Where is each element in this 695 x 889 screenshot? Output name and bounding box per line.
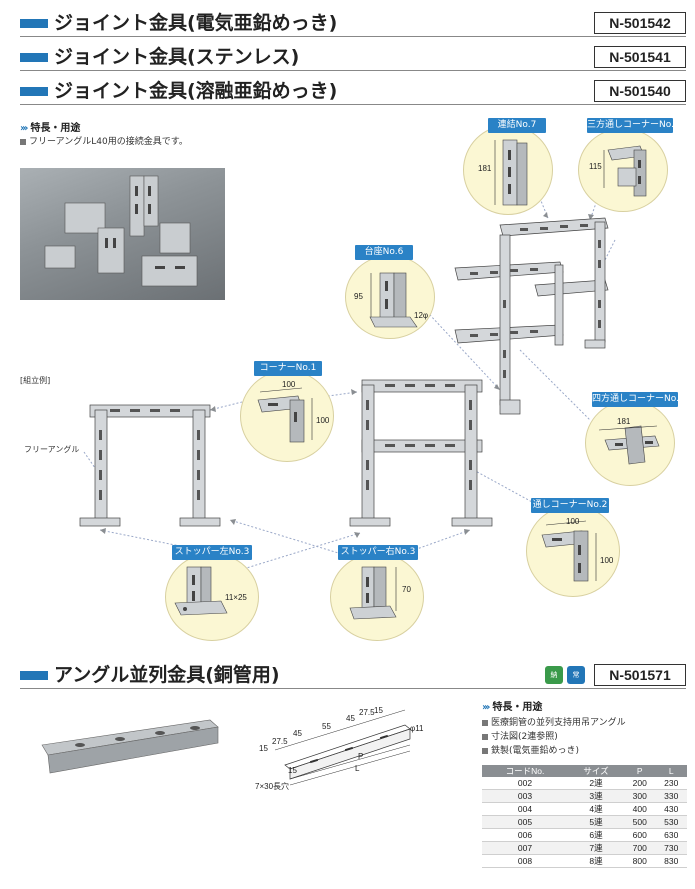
- drawing-dim: 15: [259, 744, 268, 753]
- four-way-corner-part: [598, 425, 660, 465]
- middle-frame: [349, 379, 493, 527]
- base-no6-part: [369, 272, 418, 328]
- bubble-stopper-left-no3: [165, 553, 259, 641]
- square-bullet-icon: [482, 719, 488, 726]
- photo-brackets-illustration: [44, 175, 198, 287]
- header-accent-bar: [20, 87, 48, 96]
- assembly-example-label: [組立例]: [20, 376, 51, 385]
- product-title: アングル並列金具(銅管用): [54, 664, 280, 686]
- dim-100-height: 100: [316, 416, 330, 425]
- header-electro-galvanized: ジョイント金具(電気亜鉛めっき) N-501542: [20, 11, 686, 37]
- header-angle-parallel: アングル並列金具(銅管用) N-501571: [20, 663, 686, 689]
- product-title: ジョイント金具(ステンレス): [54, 46, 300, 68]
- col-code: コードNo.: [482, 765, 568, 777]
- drawing-dim: 27.5: [272, 737, 288, 746]
- label-stopper-left-no3: ストッパー左No.3: [172, 545, 252, 560]
- dim-70: 70: [402, 585, 411, 594]
- label-base-no6: 台座No.6: [355, 245, 413, 260]
- delivery-badge-icon: 納: [545, 666, 563, 684]
- drawing-dim: 15: [288, 766, 297, 775]
- product-code: N-501542: [594, 12, 686, 34]
- product-code: N-501571: [594, 664, 686, 686]
- drawing-dim: 7×30長穴: [255, 782, 290, 791]
- product-title: ジョイント金具(電気亜鉛めっき): [54, 12, 338, 34]
- drawing-dim: 55: [322, 722, 331, 731]
- dim-100-width: 100: [566, 517, 580, 526]
- drawing-dim: 15: [374, 706, 383, 715]
- angle-dimension-drawing: [274, 709, 411, 786]
- chevron-icon: ›››: [482, 702, 491, 713]
- through-corner-part: [541, 520, 597, 582]
- corner-no1-part: [257, 387, 313, 443]
- feature-item: フリーアングルL40用の接続金具です。: [20, 134, 188, 147]
- square-bullet-icon: [482, 747, 488, 754]
- product-title: ジョイント金具(溶融亜鉛めっき): [54, 80, 338, 102]
- table-header-row: コードNo. サイズ P L: [482, 765, 687, 777]
- label-three-way-corner-no4: 三方通しコーナーNo.4: [587, 118, 680, 133]
- product-photo: [20, 168, 225, 300]
- bubble-through-corner-no2: [526, 505, 620, 597]
- col-size: サイズ: [567, 765, 624, 777]
- feature-item: 鉄製(電気亜鉛めっき): [482, 743, 579, 756]
- product-code: N-501540: [594, 80, 686, 102]
- three-way-corner-part: [603, 145, 647, 197]
- left-frame: [79, 404, 221, 527]
- label-four-way-corner-no5: 四方通しコーナーNo.5: [592, 392, 685, 407]
- stopper-right-part: [349, 566, 397, 620]
- square-bullet-icon: [20, 138, 26, 145]
- header-accent-bar: [20, 671, 48, 680]
- label-connector-no7: 連結No.7: [488, 118, 546, 133]
- square-bullet-icon: [482, 733, 488, 740]
- label-stopper-right-no3: ストッパー右No.3: [338, 545, 418, 560]
- drawing-dim: L: [355, 764, 360, 773]
- free-angle-label: フリーアングル: [24, 445, 80, 454]
- features-heading: ›››特長・用途: [20, 123, 81, 134]
- features-heading: ›››特長・用途: [482, 702, 543, 713]
- connector-no7-part: [494, 139, 528, 206]
- dim-115: 115: [589, 162, 602, 171]
- header-accent-bar: [20, 19, 48, 28]
- angle-product-photo: [41, 719, 219, 774]
- stock-badge-icon: 常: [567, 666, 585, 684]
- feature-item: 寸法図(2連参照): [482, 729, 558, 742]
- product-code: N-501541: [594, 46, 686, 68]
- chevron-icon: ›››: [20, 123, 29, 134]
- drawing-dim: P: [358, 752, 364, 761]
- header-accent-bar: [20, 53, 48, 62]
- dim-12phi: 12φ: [414, 311, 429, 320]
- drawing-dim: 45: [346, 714, 355, 723]
- label-through-corner-no2: 通しコーナーNo.2: [531, 498, 609, 513]
- dim-100-width: 100: [282, 380, 296, 389]
- right-rack: [454, 217, 609, 415]
- dim-95: 95: [354, 292, 363, 301]
- col-l: L: [655, 765, 687, 777]
- label-corner-no1: コーナーNo.1: [254, 361, 322, 376]
- dim-11x25: 11×25: [225, 593, 247, 602]
- dim-181: 181: [617, 417, 631, 426]
- drawing-dim: φ11: [410, 724, 424, 733]
- feature-item: 医療銅管の並列支持用吊アングル: [482, 715, 626, 728]
- header-hot-dip: ジョイント金具(溶融亜鉛めっき) N-501540: [20, 79, 686, 105]
- dim-100-height: 100: [600, 556, 614, 565]
- header-stainless: ジョイント金具(ステンレス) N-501541: [20, 45, 686, 71]
- drawing-dim: 45: [293, 729, 302, 738]
- dim-181: 181: [478, 164, 492, 173]
- col-p: P: [624, 765, 656, 777]
- drawing-dim: 27.5: [359, 708, 375, 717]
- stopper-left-part: [174, 566, 228, 616]
